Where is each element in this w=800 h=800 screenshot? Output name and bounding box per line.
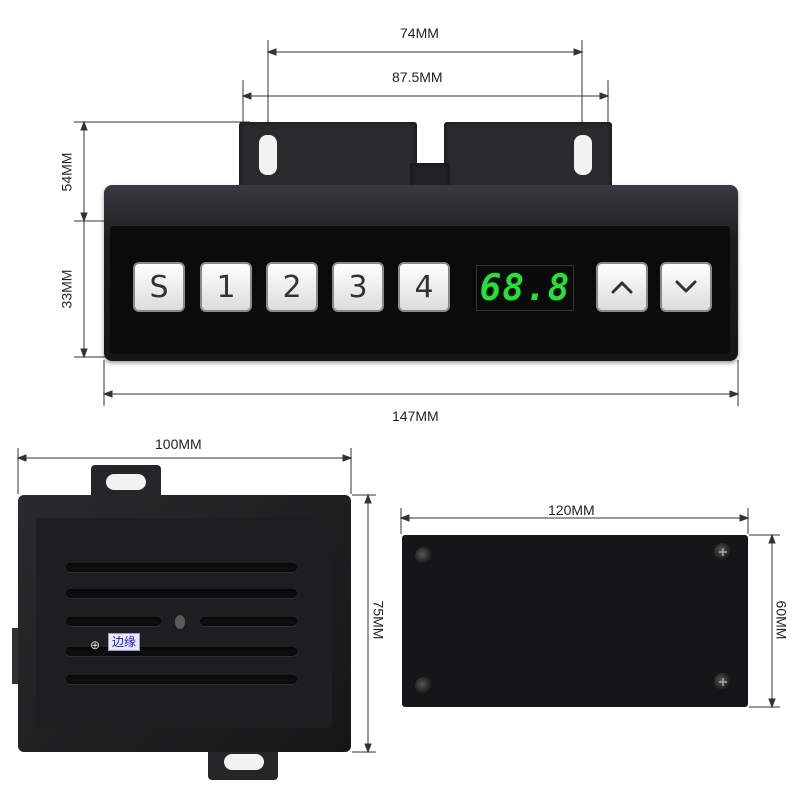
left-mount-slot	[259, 135, 277, 175]
dim-147mm: 147MM	[392, 408, 439, 424]
vent-groove	[66, 589, 297, 598]
dim-75mm: 75MM	[370, 600, 387, 640]
memory-s-button[interactable]: S	[133, 262, 185, 312]
memory-4-button[interactable]: 4	[398, 262, 450, 312]
dim-87-5mm: 87.5MM	[392, 69, 443, 85]
bottom-tab-hole	[224, 754, 264, 770]
dim-33mm: 33MM	[58, 269, 75, 309]
vent-groove	[66, 563, 297, 572]
screw-icon	[714, 673, 732, 691]
indicator-led	[175, 615, 185, 629]
vent-groove	[66, 647, 297, 656]
up-button[interactable]	[596, 262, 648, 312]
right-mount-slot	[574, 135, 592, 175]
dim-120mm: 120MM	[548, 502, 595, 518]
vent-groove	[66, 675, 297, 684]
vent-groove	[66, 617, 161, 626]
memory-1-button[interactable]: 1	[200, 262, 252, 312]
chevron-down-icon	[675, 280, 697, 293]
side-tab	[12, 628, 19, 684]
dim-60mm: 60MM	[773, 600, 790, 640]
dim-74mm: 74MM	[400, 25, 439, 41]
dim-100mm: 100MM	[155, 436, 202, 452]
dim-54mm: 54MM	[58, 152, 75, 192]
memory-2-button[interactable]: 2	[266, 262, 318, 312]
rivet-icon	[415, 677, 433, 695]
mount-plate-body	[402, 535, 748, 707]
rivet-icon	[415, 547, 433, 565]
edge-badge: 边缘	[108, 633, 141, 651]
move-icon: ⊕	[90, 638, 101, 652]
top-tab-hole	[106, 474, 146, 490]
vent-groove	[200, 617, 297, 626]
screw-icon	[714, 543, 732, 561]
chevron-up-icon	[611, 281, 633, 294]
height-display: 68.8	[476, 265, 574, 311]
memory-3-button[interactable]: 3	[332, 262, 384, 312]
down-button[interactable]	[660, 262, 712, 312]
